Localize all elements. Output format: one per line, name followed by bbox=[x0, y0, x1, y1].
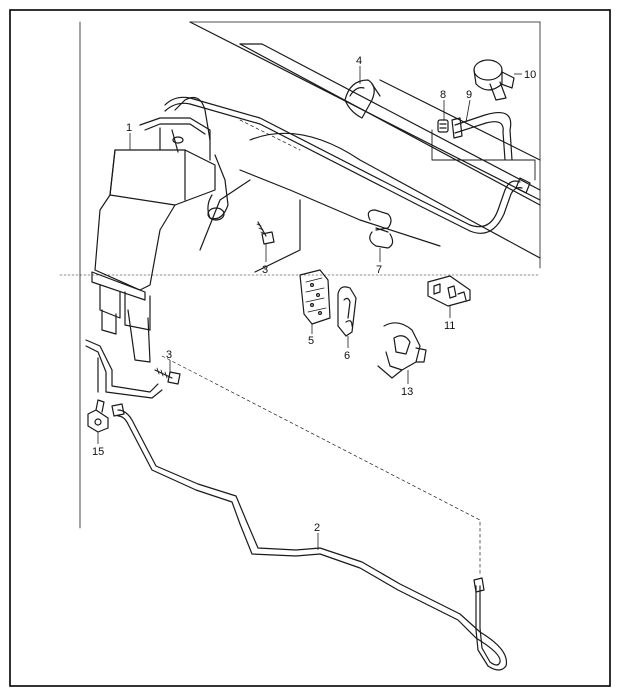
bracket-15 bbox=[87, 399, 109, 433]
diagram-border bbox=[9, 9, 611, 687]
callout-11: 11 bbox=[444, 320, 455, 332]
canister-lower-pipes bbox=[85, 339, 163, 399]
line-2 bbox=[111, 403, 508, 671]
clip-6 bbox=[337, 286, 357, 337]
dashed-leader-upper bbox=[239, 119, 301, 151]
charcoal-canister-1 bbox=[91, 117, 216, 363]
clip-11 bbox=[427, 275, 471, 307]
callout-7: 7 bbox=[376, 264, 382, 276]
leader-9 bbox=[465, 99, 471, 123]
callout-6: 6 bbox=[344, 350, 350, 362]
callout-9: 9 bbox=[466, 89, 472, 101]
callout-15: 15 bbox=[92, 446, 104, 458]
clip-7 bbox=[367, 209, 394, 249]
canister-vent-hose bbox=[174, 97, 229, 221]
hose-9 bbox=[451, 111, 513, 161]
valve-10 bbox=[473, 59, 515, 101]
bolt-3-lower bbox=[154, 367, 181, 385]
callout-8: 8 bbox=[440, 89, 446, 101]
strap-4 bbox=[344, 79, 381, 119]
body-panel bbox=[189, 21, 541, 273]
callout-3-lower: 3 bbox=[166, 349, 172, 361]
dashed-leader-lower bbox=[161, 355, 481, 577]
callout-5: 5 bbox=[308, 335, 314, 347]
callout-bracket-8-9 bbox=[431, 129, 536, 181]
callout-13: 13 bbox=[401, 386, 413, 398]
callout-3-upper: 3 bbox=[262, 264, 268, 276]
clip-8 bbox=[437, 119, 449, 133]
callout-2: 2 bbox=[314, 522, 320, 534]
clip-5 bbox=[299, 269, 331, 325]
clip-13 bbox=[377, 322, 427, 379]
callout-4: 4 bbox=[356, 55, 362, 67]
callout-1: 1 bbox=[126, 122, 132, 134]
bolt-3-upper bbox=[256, 221, 275, 245]
callout-10: 10 bbox=[524, 69, 536, 81]
